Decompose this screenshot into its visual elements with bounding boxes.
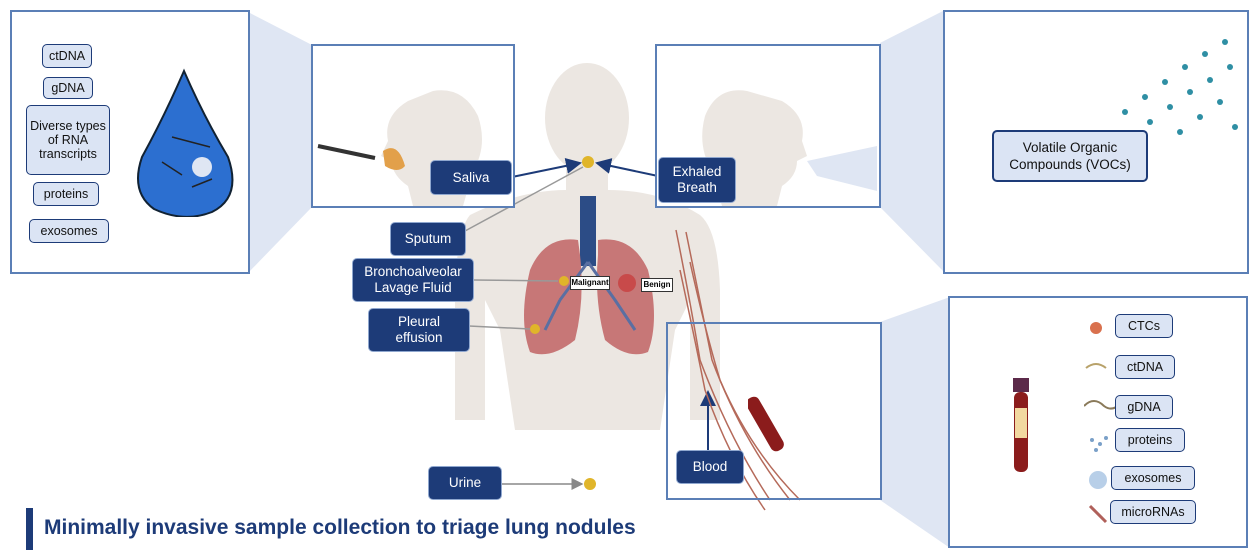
urine-site-dot: [584, 478, 596, 490]
analyte-proteins: proteins: [33, 182, 99, 206]
blood-panel-projection: [880, 297, 950, 548]
vocs-label: Volatile Organic Compounds (VOCs): [992, 130, 1148, 182]
title-accent-bar: [26, 508, 33, 550]
pleural-site-dot: [530, 324, 540, 334]
voc-dots-icon: [1105, 32, 1245, 142]
analyte-exosomes: exosomes: [29, 219, 109, 243]
sample-pleural-label: Pleural effusion: [368, 308, 470, 352]
blood-analyte-ctdna: ctDNA: [1115, 355, 1175, 379]
analyte-gdna: gDNA: [43, 77, 93, 99]
blood-analyte-proteins: proteins: [1115, 428, 1185, 452]
left-panel-projection: [248, 12, 312, 273]
blood-tube-icon: [1006, 378, 1036, 478]
sample-saliva-label: Saliva: [430, 160, 512, 195]
benign-nodule-label: Benign: [641, 278, 673, 292]
blood-analyte-micrornas: microRNAs: [1110, 500, 1196, 524]
analyte-ctdna: ctDNA: [42, 44, 92, 68]
blood-analyte-gdna: gDNA: [1115, 395, 1173, 419]
page-title: Minimally invasive sample collection to …: [44, 516, 636, 540]
analyte-rna-transcripts: Diverse types of RNA transcripts: [26, 105, 110, 175]
sample-blood-label: Blood: [676, 450, 744, 484]
saliva-site-dot: [582, 156, 594, 168]
analyte-symbols: [1084, 316, 1124, 528]
droplet-icon: [132, 67, 237, 217]
blood-analytes-panel: [948, 296, 1248, 548]
malignant-nodule-label: Malignant: [570, 276, 610, 290]
swab-icon: [318, 146, 375, 158]
sample-bal-label: Bronchoalveolar Lavage Fluid: [352, 258, 474, 302]
sample-urine-label: Urine: [428, 466, 502, 500]
sample-sputum-label: Sputum: [390, 222, 466, 256]
right-panel-projection: [880, 10, 945, 273]
blood-analyte-ctcs: CTCs: [1115, 314, 1173, 338]
vacutainer-tube-icon: [748, 374, 808, 454]
sample-exhaled-breath-label: Exhaled Breath: [658, 157, 736, 203]
blood-analyte-exosomes: exosomes: [1111, 466, 1195, 490]
